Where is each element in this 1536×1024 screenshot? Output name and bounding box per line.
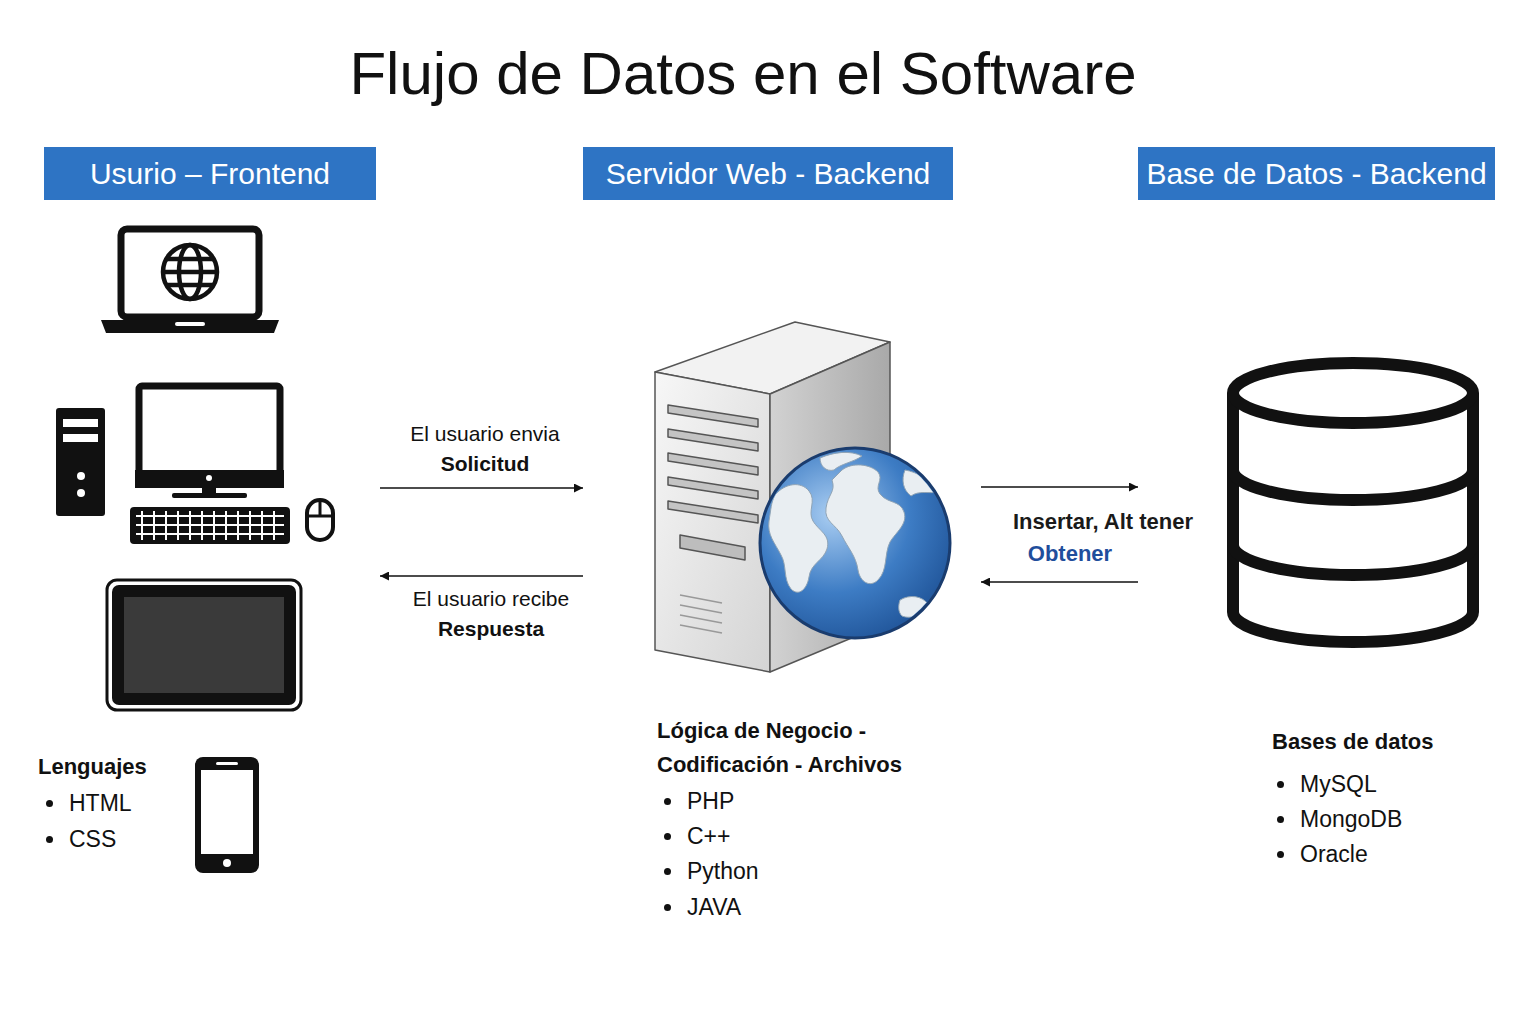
edge-label: El usuario envia Solicitud [381,419,589,479]
server-illustration-part [668,405,758,427]
globe-illustration-part-part [826,465,905,584]
globe-icon-part [163,245,217,299]
database-cylinder-part [1233,393,1473,642]
globe-illustration-part-part [903,470,939,496]
list-item: C++ [687,821,730,851]
header-text: Servidor Web - Backend [583,147,953,200]
diagram-title: Flujo de Datos en el Software [0,36,1486,112]
globe-illustration-part [760,448,950,638]
desktop-icon-part [130,507,290,544]
desktop-icon-part [172,493,247,498]
database-cylinder-part [1233,470,1473,500]
server-illustration-part [655,372,770,672]
header-text: Base de Datos - Backend [1138,147,1495,200]
phone-icon-part [223,859,231,867]
globe-icon-part [163,270,217,275]
server-illustration-part [680,595,722,633]
desktop-icon-part [206,475,212,481]
desktop-icon-part [77,489,85,497]
desktop-icon-part [77,472,85,480]
server-illustration-part [668,429,758,451]
tablet-icon-part [124,597,284,693]
flow-arrow [981,581,1138,583]
desktop-icon-part [135,470,284,488]
globe-illustration-part-part [769,485,828,593]
list-item: CSS [69,824,116,854]
list-item: MySQL [1300,769,1377,799]
header-text-run: Usurio – Frontend [90,157,330,190]
desktop-icon-part [136,511,284,540]
server-illustration-part [668,477,758,499]
database-cylinder-part [1233,363,1473,423]
column-node: Servidor Web - BackendLógica de Negocio … [583,147,981,926]
globe-illustration-part [769,452,939,617]
phone-icon [195,757,259,873]
edge-label: El usuario recibe Respuesta [387,584,595,644]
tablet-icon [107,580,301,710]
desktop-icon-part [307,500,333,540]
laptop-icon [101,229,279,333]
header-text-run: Servidor Web - Backend [606,157,931,190]
desktop-icon-part [139,386,280,484]
flow-arrow [380,487,583,489]
globe-illustration-part-part [820,452,862,470]
laptop-icon-part [175,322,205,326]
laptop-icon-part [101,320,279,333]
phone-icon-part [201,770,253,854]
list-item: PHP [687,786,734,816]
flow-arrow [981,486,1138,488]
desktop-icon [56,386,333,544]
flow-arrow [380,575,583,577]
list-item: MongoDB [1300,804,1402,834]
column-node: Usurio – FrontendLenguajesHTML CSS [38,147,380,887]
globe-icon-part [166,259,214,285]
globe-icon [163,245,217,299]
desktop-icon-part [63,434,98,442]
globe-illustration [760,448,950,638]
list-item: HTML [69,788,132,818]
edge-label: Insertar, Alt tener [1009,508,1197,536]
server-illustration-part [668,501,758,523]
list-item: JAVA [687,892,741,922]
desktop-icon-part [56,408,105,516]
list-item: Oracle [1300,839,1368,869]
list-heading: Bases de datos [1272,725,1433,759]
desktop-icon-part [319,502,322,516]
desktop-icon-part [309,515,331,518]
database-cylinder [1233,363,1473,642]
header-text: Usurio – Frontend [44,147,376,200]
tablet-icon-part [112,585,296,705]
list-item: Python [687,856,759,886]
server-illustration-part [680,535,745,560]
desktop-icon-part [63,419,98,427]
edge-label: Obtener [1024,540,1116,568]
phone-icon-part [216,762,238,765]
laptop-icon-part [121,229,259,317]
globe-illustration-part-part [899,597,928,618]
database-cylinder-part [1233,545,1473,575]
server-illustration-part [668,453,758,475]
tablet-icon-part [107,580,301,710]
list-heading: Lógica de Negocio - Codificación - Archi… [657,714,977,782]
list-heading: Lenguajes [38,750,147,784]
header-text-run: Base de Datos - Backend [1146,157,1486,190]
phone-icon-part [195,757,259,873]
